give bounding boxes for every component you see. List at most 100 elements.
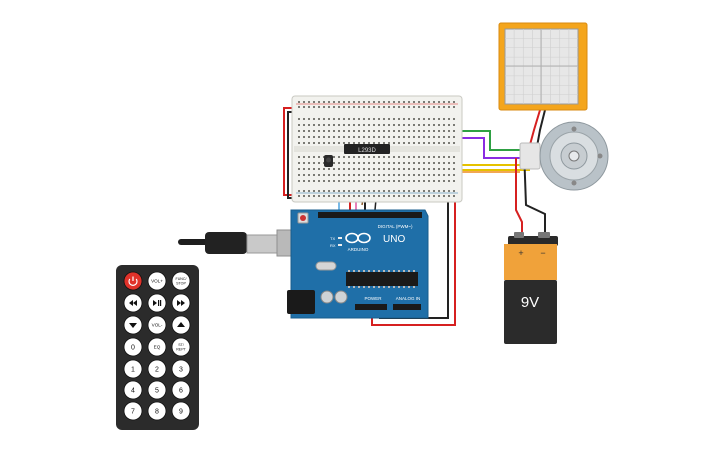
breadboard-hole xyxy=(438,156,440,158)
breadboard-hole xyxy=(323,118,325,120)
battery-9v[interactable]: + − 9V xyxy=(504,232,558,344)
remote-button-1[interactable]: 1 xyxy=(123,359,143,379)
breadboard-hole xyxy=(428,190,430,192)
breadboard-hole xyxy=(418,162,420,164)
remote-button-9[interactable]: 9 xyxy=(171,401,191,421)
breadboard-hole xyxy=(413,130,415,132)
breadboard-hole xyxy=(323,130,325,132)
up-button[interactable] xyxy=(171,315,191,335)
arduino-logo xyxy=(345,232,371,244)
breadboard-hole xyxy=(303,174,305,176)
breadboard-hole xyxy=(388,168,390,170)
breadboard-hole xyxy=(413,168,415,170)
analog-header[interactable] xyxy=(393,304,421,310)
breadboard-hole xyxy=(388,190,390,192)
breadboard-hole xyxy=(353,174,355,176)
breadboard-holes xyxy=(296,101,458,197)
remote-button-6[interactable]: 6 xyxy=(171,380,191,400)
breadboard-hole xyxy=(408,118,410,120)
breadboard-hole xyxy=(313,180,315,182)
breadboard-hole xyxy=(453,136,455,138)
breadboard-hole xyxy=(423,118,425,120)
breadboard-hole xyxy=(328,190,330,192)
breadboard-hole xyxy=(343,124,345,126)
down-button[interactable] xyxy=(123,315,143,335)
breadboard-hole xyxy=(328,136,330,138)
breadboard-hole xyxy=(423,190,425,192)
usb-cable[interactable] xyxy=(178,229,308,257)
chip-pin xyxy=(383,286,385,288)
remote-button-0[interactable]: 0 xyxy=(123,337,143,357)
breadboard-hole xyxy=(303,106,305,108)
breadboard-hole xyxy=(398,130,400,132)
remote-button-func-stop[interactable]: FUNC/STOP xyxy=(171,271,191,291)
breadboard[interactable]: L293D xyxy=(291,95,463,203)
power-jack[interactable] xyxy=(287,290,315,314)
breadboard-hole xyxy=(328,124,330,126)
breadboard-hole xyxy=(403,168,405,170)
power-button[interactable] xyxy=(123,271,143,291)
breadboard-hole xyxy=(303,190,305,192)
dc-motor[interactable] xyxy=(519,121,609,191)
breadboard-hole xyxy=(383,195,385,197)
atmega-pins xyxy=(348,270,415,288)
breadboard-hole xyxy=(333,101,335,103)
remote-button-2[interactable]: 2 xyxy=(147,359,167,379)
breadboard-hole xyxy=(428,101,430,103)
battery-terminal-minus xyxy=(538,232,550,238)
breadboard-hole xyxy=(433,130,435,132)
breadboard-hole xyxy=(333,124,335,126)
remote-button-vol[interactable]: VOL+ xyxy=(147,271,167,291)
breadboard-hole xyxy=(448,124,450,126)
breadboard-hole xyxy=(388,136,390,138)
breadboard-hole xyxy=(348,106,350,108)
breadboard-hole xyxy=(313,162,315,164)
fast-forward-icon xyxy=(177,300,185,306)
remote-button-4[interactable]: 4 xyxy=(123,380,143,400)
breadboard-hole xyxy=(368,101,370,103)
breadboard-hole xyxy=(348,162,350,164)
breadboard-hole xyxy=(353,106,355,108)
remote-button-st-rept[interactable]: ST/REPT xyxy=(171,337,191,357)
breadboard-hole xyxy=(378,190,380,192)
breadboard-hole xyxy=(358,168,360,170)
breadboard-hole xyxy=(408,162,410,164)
digital-header[interactable] xyxy=(318,212,422,218)
remote-button-5[interactable]: 5 xyxy=(147,380,167,400)
breadboard-hole xyxy=(428,195,430,197)
button-label: 4 xyxy=(131,388,135,395)
breadboard-hole xyxy=(403,118,405,120)
breadboard-hole xyxy=(443,101,445,103)
breadboard-hole xyxy=(408,124,410,126)
breadboard-hole xyxy=(438,174,440,176)
breadboard-hole xyxy=(388,118,390,120)
breadboard-hole xyxy=(358,106,360,108)
breadboard-hole xyxy=(308,101,310,103)
remote-button-vol[interactable]: VOL- xyxy=(147,315,167,335)
remote-button-7[interactable]: 7 xyxy=(123,401,143,421)
rewind-button[interactable] xyxy=(123,293,143,313)
breadboard-hole xyxy=(423,142,425,144)
breadboard-hole xyxy=(413,195,415,197)
power-header[interactable] xyxy=(355,304,387,310)
breadboard-hole xyxy=(373,156,375,158)
breadboard-hole xyxy=(423,162,425,164)
motor-driver-chip[interactable] xyxy=(344,144,390,154)
breadboard-hole xyxy=(413,101,415,103)
fast-forward-button[interactable] xyxy=(171,293,191,313)
oscilloscope[interactable] xyxy=(498,22,588,111)
play-pause-button[interactable] xyxy=(147,293,167,313)
arduino-uno[interactable]: DIGITAL (PWM~) UNO ARDUINO TX RX POWER A… xyxy=(287,209,429,319)
breadboard-hole xyxy=(443,180,445,182)
remote-button-eq[interactable]: EQ xyxy=(147,337,167,357)
breadboard-hole xyxy=(388,124,390,126)
breadboard-hole xyxy=(448,190,450,192)
breadboard-hole xyxy=(393,190,395,192)
breadboard-hole xyxy=(443,190,445,192)
button-label: 2 xyxy=(155,367,159,374)
remote-button-8[interactable]: 8 xyxy=(147,401,167,421)
remote-button-3[interactable]: 3 xyxy=(171,359,191,379)
breadboard-hole xyxy=(303,195,305,197)
breadboard-hole xyxy=(298,195,300,197)
